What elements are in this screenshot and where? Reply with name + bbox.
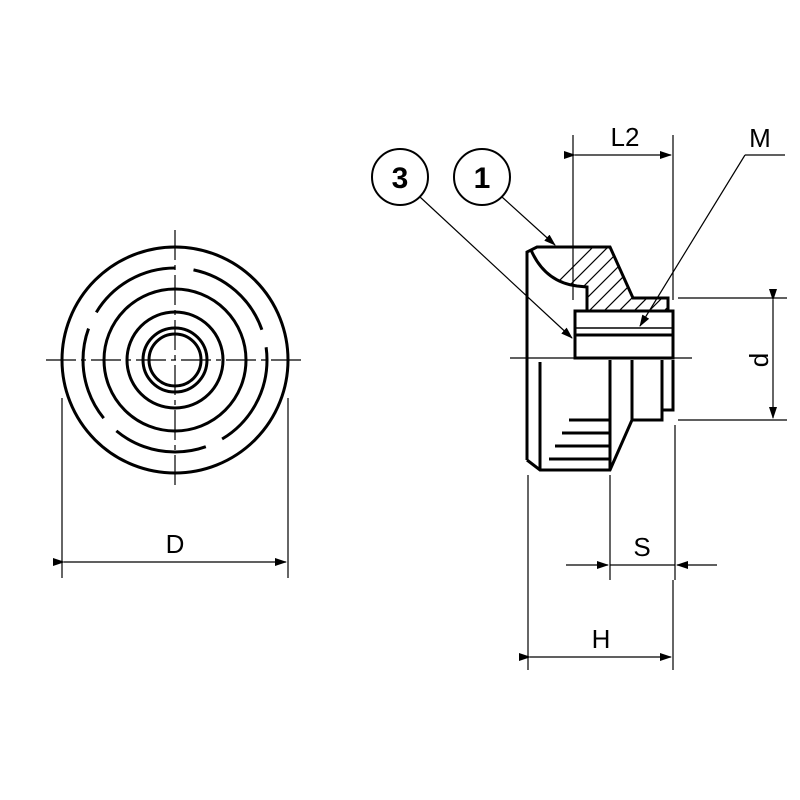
knob-outline-lower [526, 360, 675, 472]
section-hatching [531, 247, 668, 311]
balloon-3 [371, 148, 429, 206]
section-arc [529, 249, 589, 311]
leader-1 [501, 196, 556, 246]
hub-circle [102, 287, 248, 433]
leader-3 [419, 196, 573, 339]
balloon-label-1: 1 [474, 162, 491, 195]
dimension-label-S: S [633, 532, 650, 562]
balloon-1 [453, 148, 511, 206]
insert-circle [125, 310, 225, 410]
leader-M [639, 154, 746, 327]
dimension-label-H: H [592, 624, 611, 654]
outer-circle [60, 245, 290, 475]
dimension-label-L2: L2 [611, 122, 640, 152]
balloon-label-3: 3 [392, 162, 409, 195]
dimension-label-M: M [749, 123, 771, 153]
side-view [371, 135, 787, 670]
thread-arc [81, 266, 269, 454]
front-view [46, 230, 305, 578]
dimension-label-d: d [744, 353, 774, 367]
bore-inner-circle [147, 332, 203, 388]
dimension-label-D: D [166, 529, 185, 559]
knurl-lines [549, 418, 610, 461]
bore-outer-circle [141, 326, 209, 394]
knob-outline-upper [525, 245, 670, 460]
